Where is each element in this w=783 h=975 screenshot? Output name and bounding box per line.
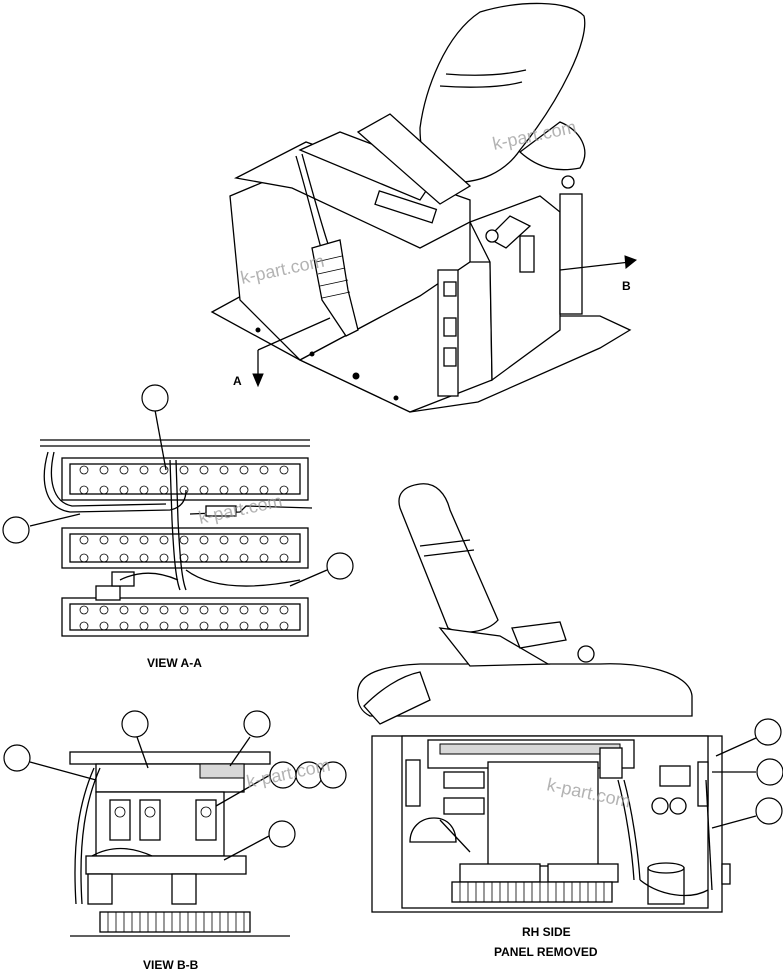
callout-bubble [3,744,31,772]
callout-bubble [141,384,169,412]
view-a-a-terminal-strips: VIEW A-A [2,384,354,670]
callout-bubble [756,758,783,786]
callout-bubble [326,552,354,580]
callout-bubble [755,797,783,825]
arrow-a-label: A [233,374,242,388]
panel-removed-label: PANEL REMOVED [494,945,598,959]
view-b-b-panel: VIEW B-B [3,710,347,972]
callout-bubble [121,710,149,738]
callout-bubble [268,820,296,848]
callout-bubble [319,761,347,789]
callout-bubble [2,516,30,544]
callout-bubble [754,718,782,746]
view-b-b-label: VIEW B-B [143,958,199,972]
rh-side-panel-view: RH SIDE PANEL REMOVED [356,483,783,959]
view-a-a-label: VIEW A-A [147,656,202,670]
rh-side-label: RH SIDE [522,925,571,939]
callout-bubble [243,710,271,738]
arrow-b-label: B [622,279,631,293]
seat-assembly-isometric: A B [210,2,638,413]
